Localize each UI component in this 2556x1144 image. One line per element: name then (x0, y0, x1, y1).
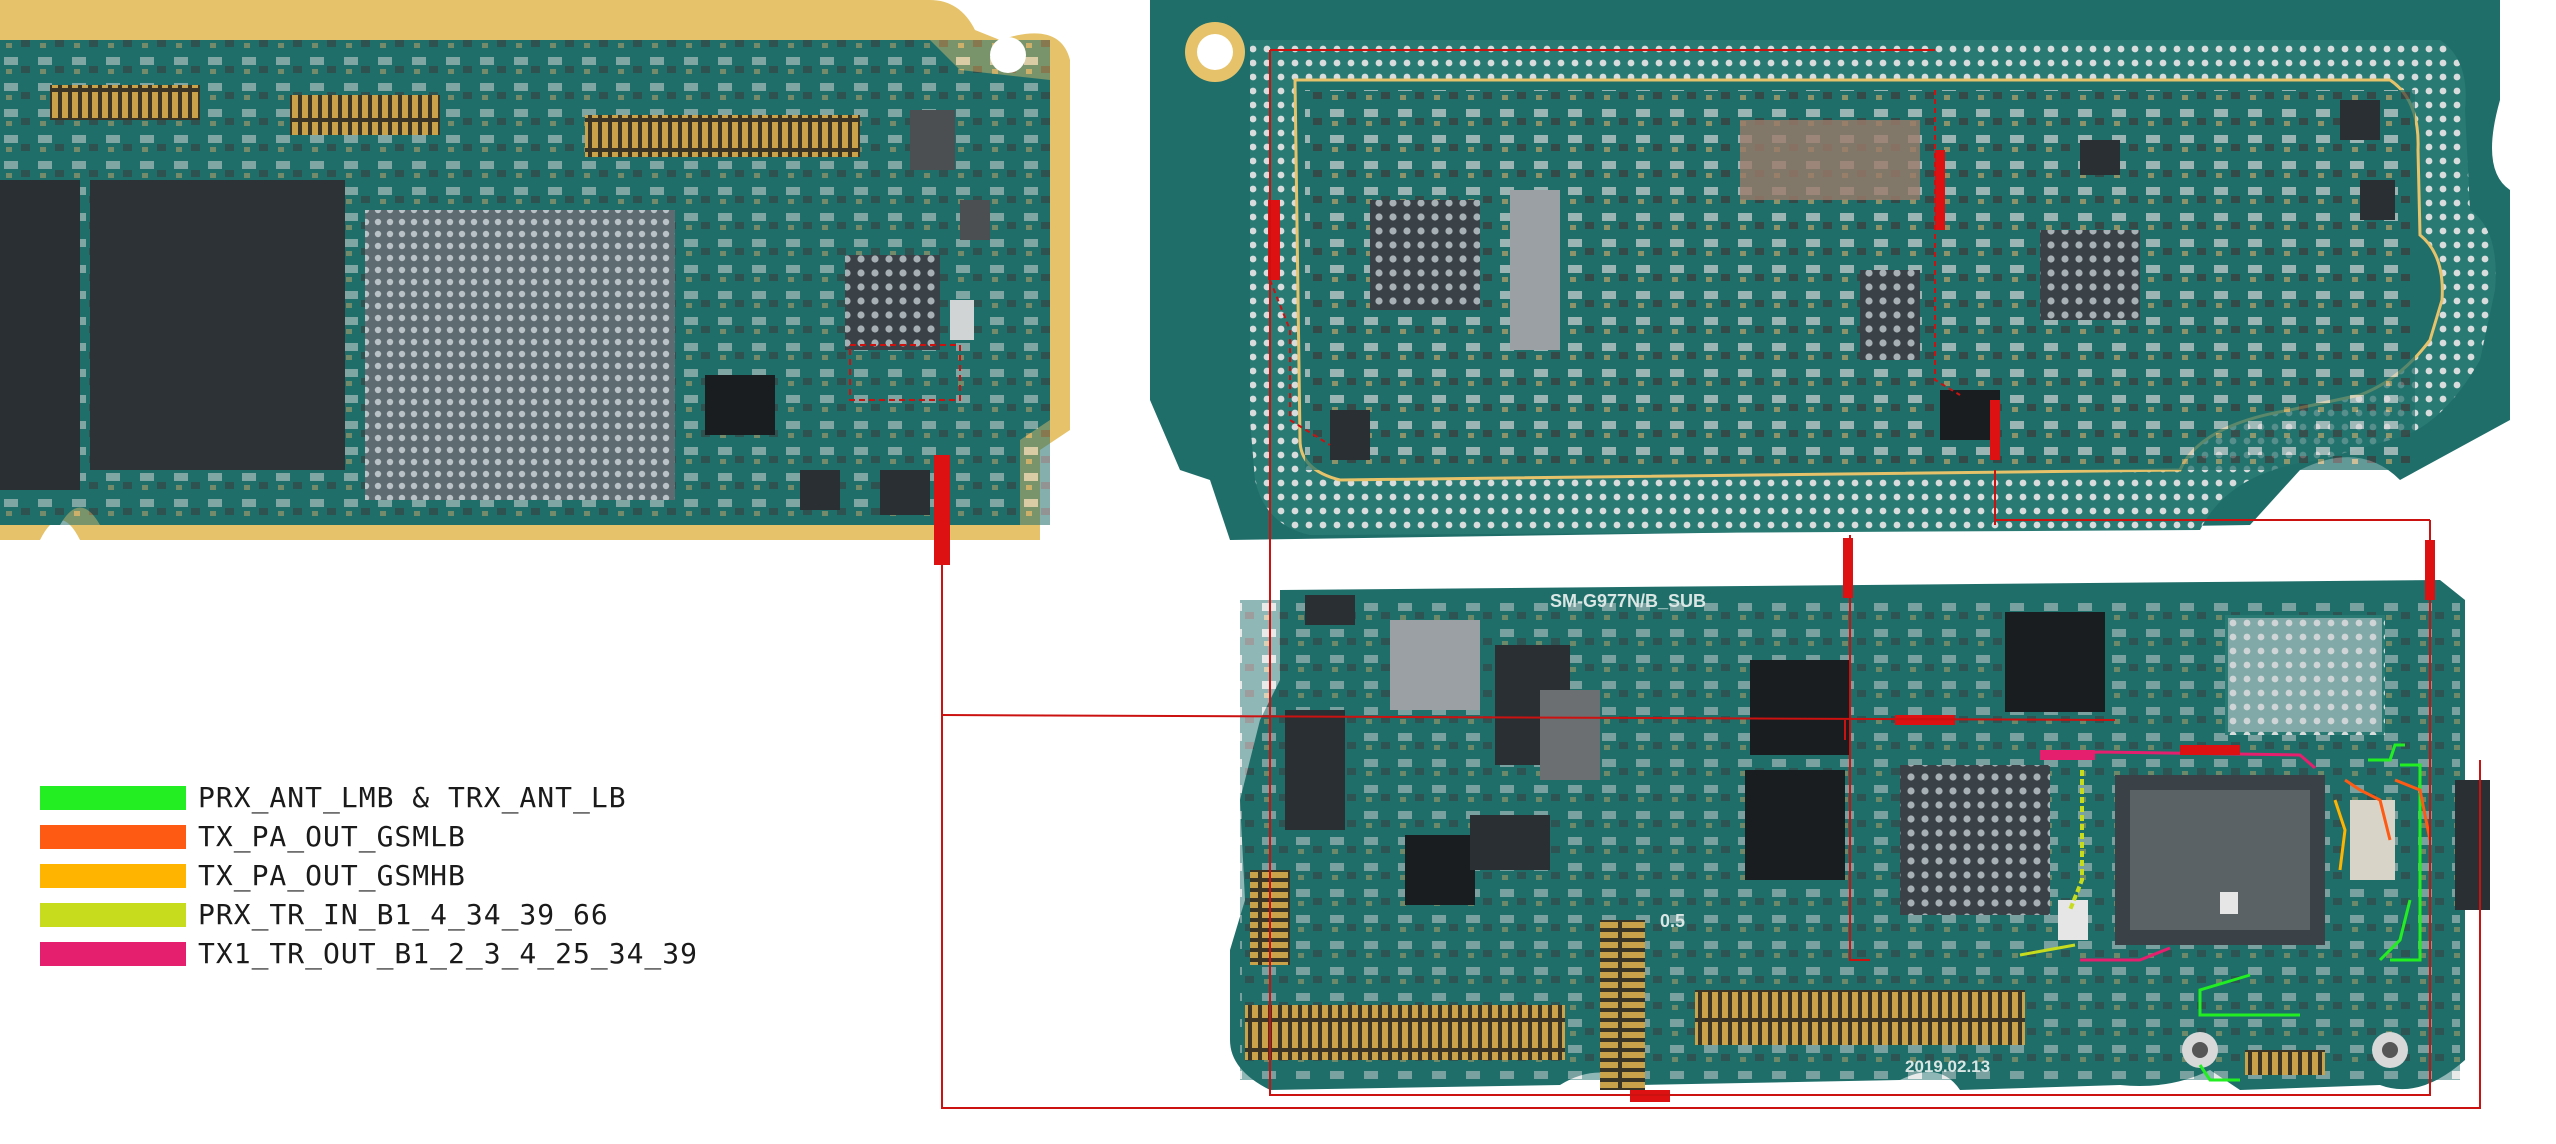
legend-row: TX1_TR_OUT_B1_2_3_4_25_34_39 (40, 934, 698, 973)
board-model-label: SM-G977N/B_SUB (1550, 591, 1706, 611)
legend-label: PRX_TR_IN_B1_4_34_39_66 (198, 898, 609, 931)
legend: PRX_ANT_LMB & TRX_ANT_LB TX_PA_OUT_GSMLB… (40, 778, 698, 973)
legend-row: PRX_TR_IN_B1_4_34_39_66 (40, 895, 698, 934)
red-marker-2 (2425, 540, 2435, 600)
legend-swatch-amber (40, 863, 186, 888)
board-date-label: 2019.02.13 (1905, 1057, 1990, 1076)
legend-row: TX_PA_OUT_GSMHB (40, 856, 698, 895)
legend-row: TX_PA_OUT_GSMLB (40, 817, 698, 856)
board-scale-label: 0.5 (1660, 911, 1685, 931)
legend-row: PRX_ANT_LMB & TRX_ANT_LB (40, 778, 698, 817)
legend-swatch-orange (40, 824, 186, 849)
legend-label: PRX_ANT_LMB & TRX_ANT_LB (198, 781, 627, 814)
top-right-board (1150, 0, 2510, 540)
legend-swatch-green (40, 785, 186, 810)
legend-label: TX_PA_OUT_GSMLB (198, 820, 466, 853)
legend-swatch-magenta (40, 941, 186, 966)
legend-label: TX1_TR_OUT_B1_2_3_4_25_34_39 (198, 937, 699, 970)
legend-swatch-lime (40, 902, 186, 927)
sub-board (1230, 580, 2490, 1102)
legend-label: TX_PA_OUT_GSMHB (198, 859, 466, 892)
red-marker-1 (1843, 538, 1853, 598)
left-board (0, 0, 1070, 565)
